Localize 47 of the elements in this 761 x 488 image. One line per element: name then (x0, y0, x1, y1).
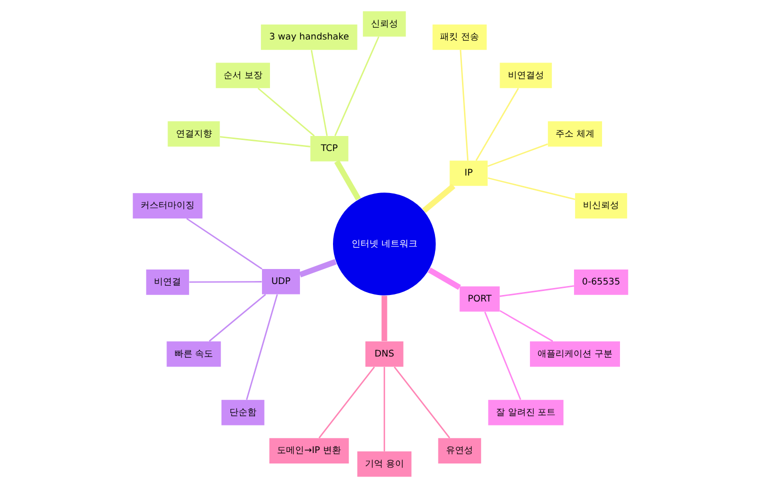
node-box: 단순함 (221, 400, 264, 426)
connector (186, 218, 262, 270)
node-box: 잘 알려진 포트 (488, 400, 564, 426)
connector (310, 50, 328, 136)
connector (220, 136, 310, 148)
node-box: 3 way handshake (260, 24, 358, 50)
connector (484, 312, 522, 400)
connector (422, 184, 456, 213)
connector (500, 285, 574, 297)
node-box: 비연결성 (500, 62, 552, 88)
node-box: 커스터마이징 (132, 193, 202, 218)
connector (334, 36, 380, 136)
connector (428, 267, 461, 290)
connector (334, 160, 361, 201)
node-box: IP (450, 160, 488, 186)
node-box: 신뢰성 (362, 11, 406, 37)
node-circle: 인터넷 네트워크 (333, 192, 436, 296)
node-box: 기억 용이 (357, 451, 412, 477)
node-box: DNS (365, 341, 404, 367)
connector (258, 88, 315, 136)
connector (246, 294, 278, 400)
node-box: 0-65535 (574, 270, 628, 295)
connector (299, 259, 337, 278)
connector (208, 294, 266, 342)
node-box: UDP (262, 268, 300, 294)
node-box: 비신뢰성 (575, 193, 628, 218)
node-box: 빠른 속도 (166, 341, 221, 367)
connector (487, 143, 548, 167)
connector (460, 50, 469, 160)
connector (189, 281, 262, 283)
node-box: 도메인→IP 변환 (269, 438, 349, 464)
connector (476, 88, 519, 161)
connector (318, 366, 375, 438)
node-box: 주소 체계 (548, 121, 602, 147)
node-box: 패킷 전송 (432, 24, 487, 50)
node-box: 비연결 (146, 270, 190, 295)
node-box: 순서 보장 (216, 62, 270, 88)
node-box: TCP (310, 136, 348, 162)
node-box: 애플리케이션 구분 (530, 341, 620, 367)
node-box: PORT (460, 286, 500, 312)
connector (382, 296, 388, 342)
connector (384, 366, 386, 452)
node-box: 연결지향 (168, 121, 220, 147)
connector (394, 366, 450, 438)
connector (500, 310, 554, 342)
node-box: 유연성 (438, 438, 482, 464)
connector (488, 177, 576, 200)
